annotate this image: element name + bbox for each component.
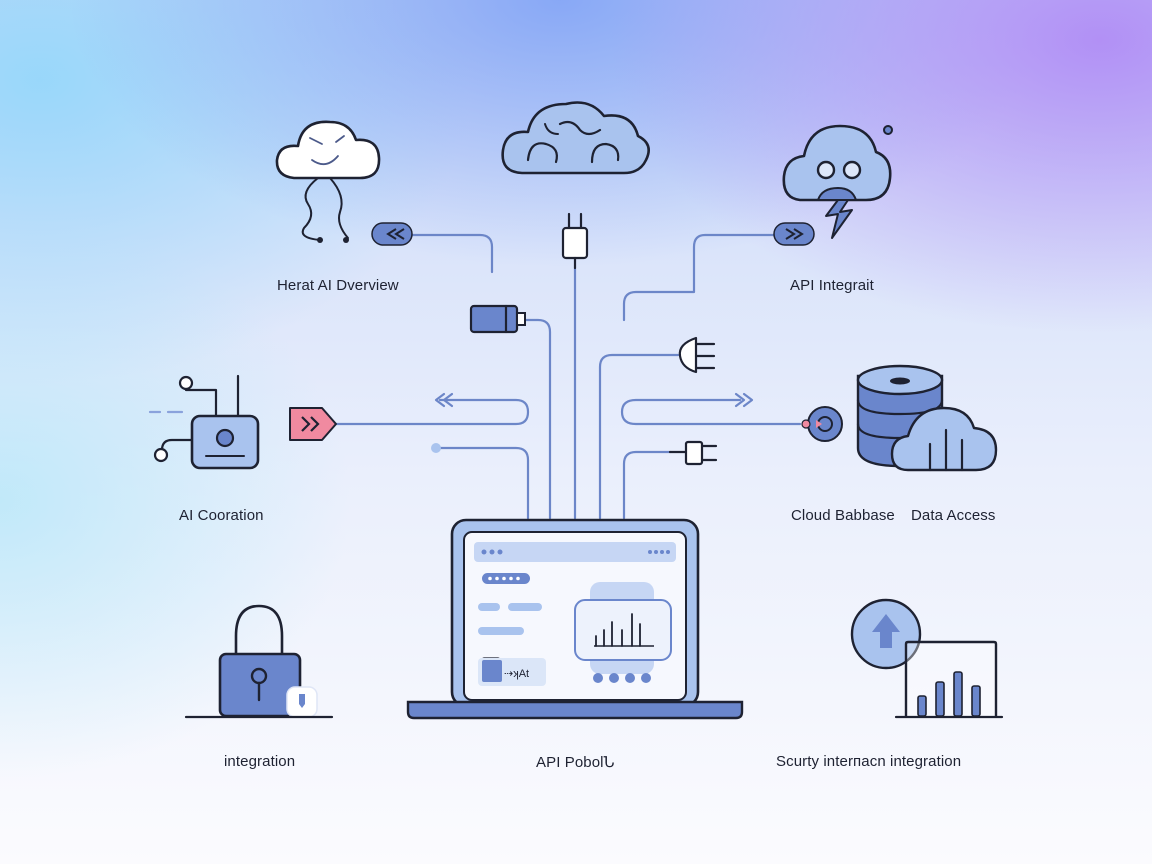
screen-chip-text: ⇢ʞAt bbox=[504, 668, 529, 680]
pager-dots bbox=[593, 673, 651, 683]
label-cloud-database: Cloud Babbase bbox=[791, 507, 895, 524]
storm-cloud-icon bbox=[782, 124, 893, 239]
brain-cloud-icon bbox=[501, 101, 650, 175]
connection-wires bbox=[333, 233, 802, 520]
smiling-cloud-icon bbox=[275, 120, 381, 243]
forward-arrow-pill bbox=[773, 222, 815, 246]
usb-plug-icon bbox=[469, 304, 526, 334]
socket-plug-icon bbox=[678, 336, 716, 374]
wire-cloud-overview bbox=[408, 233, 494, 274]
database-cloud-icon bbox=[856, 364, 998, 472]
label-ai-coordination: AI Cooration bbox=[179, 507, 264, 524]
wire-api-integration bbox=[622, 233, 777, 322]
label-api-portal: API PobolՆ bbox=[536, 754, 615, 771]
padlock-icon bbox=[184, 604, 334, 719]
hub-node-icon bbox=[801, 406, 843, 442]
laptop bbox=[406, 518, 744, 720]
wire-node-dot bbox=[431, 443, 441, 453]
chevrons-right-icon bbox=[734, 392, 754, 408]
label-cloud-overview: Herat AI Dverview bbox=[277, 277, 399, 294]
cable-connector-icon bbox=[668, 440, 718, 466]
power-plug-icon bbox=[561, 212, 589, 270]
router-icon bbox=[148, 374, 260, 470]
label-data-access: Data Access bbox=[911, 507, 996, 524]
window-dots-right bbox=[648, 550, 670, 554]
pink-forward-tag bbox=[289, 407, 337, 441]
wire-socket-right bbox=[598, 353, 680, 520]
chevrons-left-icon bbox=[434, 392, 454, 408]
wire-right-lower bbox=[622, 450, 672, 520]
window-dots-left bbox=[481, 549, 503, 555]
wire-left-lower bbox=[434, 446, 530, 520]
wire-ai-coordination bbox=[333, 398, 530, 426]
label-integration: integration bbox=[224, 753, 296, 770]
security-chart-icon bbox=[850, 598, 1004, 719]
wire-plug-left bbox=[518, 318, 552, 520]
wire-data-access bbox=[620, 398, 802, 426]
label-api-integration: API Integrait bbox=[790, 277, 874, 294]
label-security-integration: Scurty interпаcn integration bbox=[776, 753, 962, 770]
back-arrow-pill bbox=[371, 222, 413, 246]
